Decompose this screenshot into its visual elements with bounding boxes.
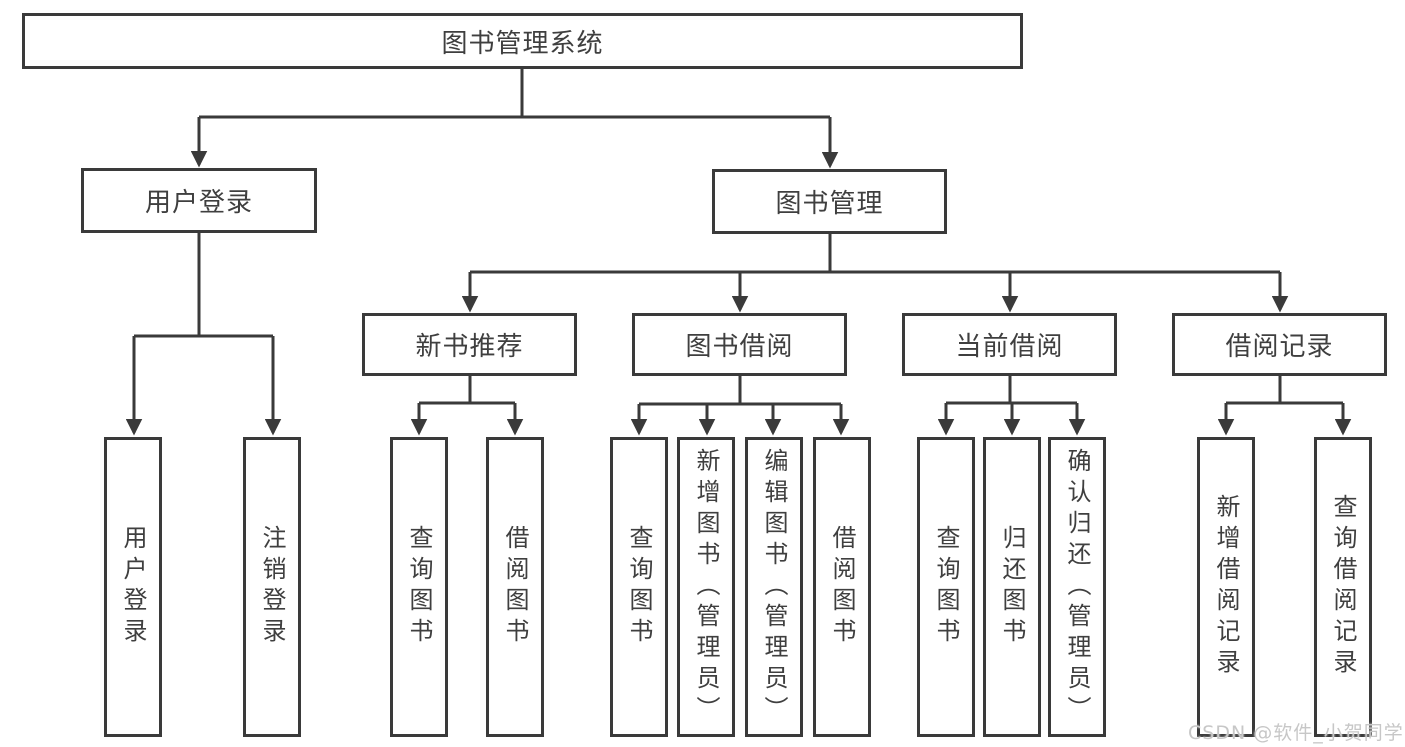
leaf-edit-book-admin: 编辑图书（管理员） <box>745 437 803 737</box>
node-book-management: 图书管理 <box>712 169 947 234</box>
node-borrow-record: 借阅记录 <box>1172 313 1387 376</box>
leaf-query-borrow-record: 查询借阅记录 <box>1314 437 1372 737</box>
node-current-borrow: 当前借阅 <box>902 313 1117 376</box>
leaf-borrow-books-2: 借阅图书 <box>813 437 871 737</box>
leaf-add-book-admin: 新增图书（管理员） <box>677 437 735 737</box>
leaf-logout: 注销登录 <box>243 437 301 737</box>
node-new-book-recommend: 新书推荐 <box>362 313 577 376</box>
node-user-login-module: 用户登录 <box>81 168 317 233</box>
leaf-confirm-return-admin: 确认归还（管理员） <box>1048 437 1106 737</box>
leaf-user-login: 用户登录 <box>104 437 162 737</box>
node-root-system: 图书管理系统 <box>22 13 1023 69</box>
node-book-borrow: 图书借阅 <box>632 313 847 376</box>
leaf-query-books-1: 查询图书 <box>390 437 448 737</box>
leaf-return-book: 归还图书 <box>983 437 1041 737</box>
leaf-borrow-books-1: 借阅图书 <box>486 437 544 737</box>
leaf-query-books-3: 查询图书 <box>917 437 975 737</box>
csdn-watermark: CSDN @软件_小贺同学 <box>1188 722 1404 744</box>
leaf-add-borrow-record: 新增借阅记录 <box>1197 437 1255 737</box>
leaf-query-books-2: 查询图书 <box>610 437 668 737</box>
